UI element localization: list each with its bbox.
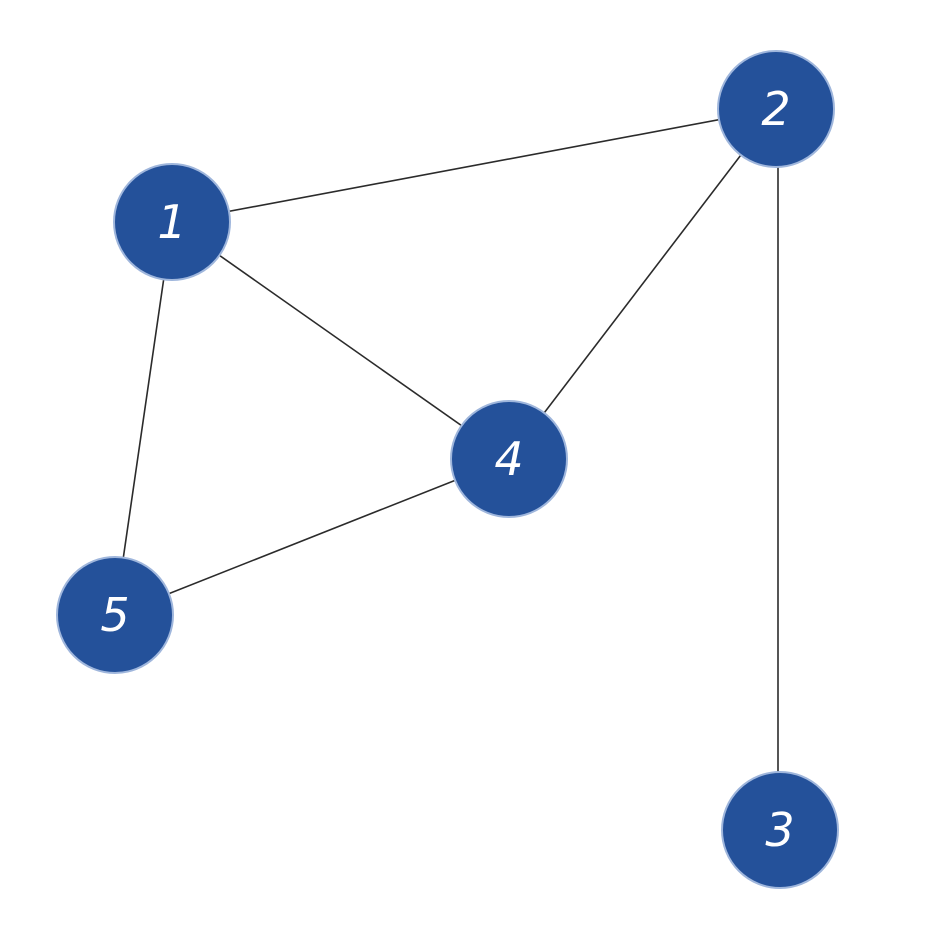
node-1-label: 1	[157, 195, 186, 249]
nodes-layer: 1 2 3 4 5	[56, 50, 839, 889]
node-5-label: 5	[100, 588, 129, 642]
edge-1-4	[171, 221, 510, 460]
node-4-circle	[450, 400, 568, 518]
node-2: 2	[717, 50, 835, 168]
node-3-circle	[721, 771, 839, 889]
edge-1-5	[114, 221, 173, 616]
node-5-circle	[56, 556, 174, 674]
node-3-label: 3	[765, 803, 794, 857]
node-4-label: 4	[494, 432, 523, 486]
edge-1-2	[171, 108, 777, 223]
node-3: 3	[721, 771, 839, 889]
node-5: 5	[56, 556, 174, 674]
edge-2-4	[508, 108, 777, 460]
node-4: 4	[450, 400, 568, 518]
node-2-circle	[717, 50, 835, 168]
edges-layer	[114, 108, 779, 830]
node-1: 1	[113, 163, 231, 281]
node-2-label: 2	[761, 82, 790, 136]
edge-4-5	[114, 458, 510, 616]
node-1-circle	[113, 163, 231, 281]
